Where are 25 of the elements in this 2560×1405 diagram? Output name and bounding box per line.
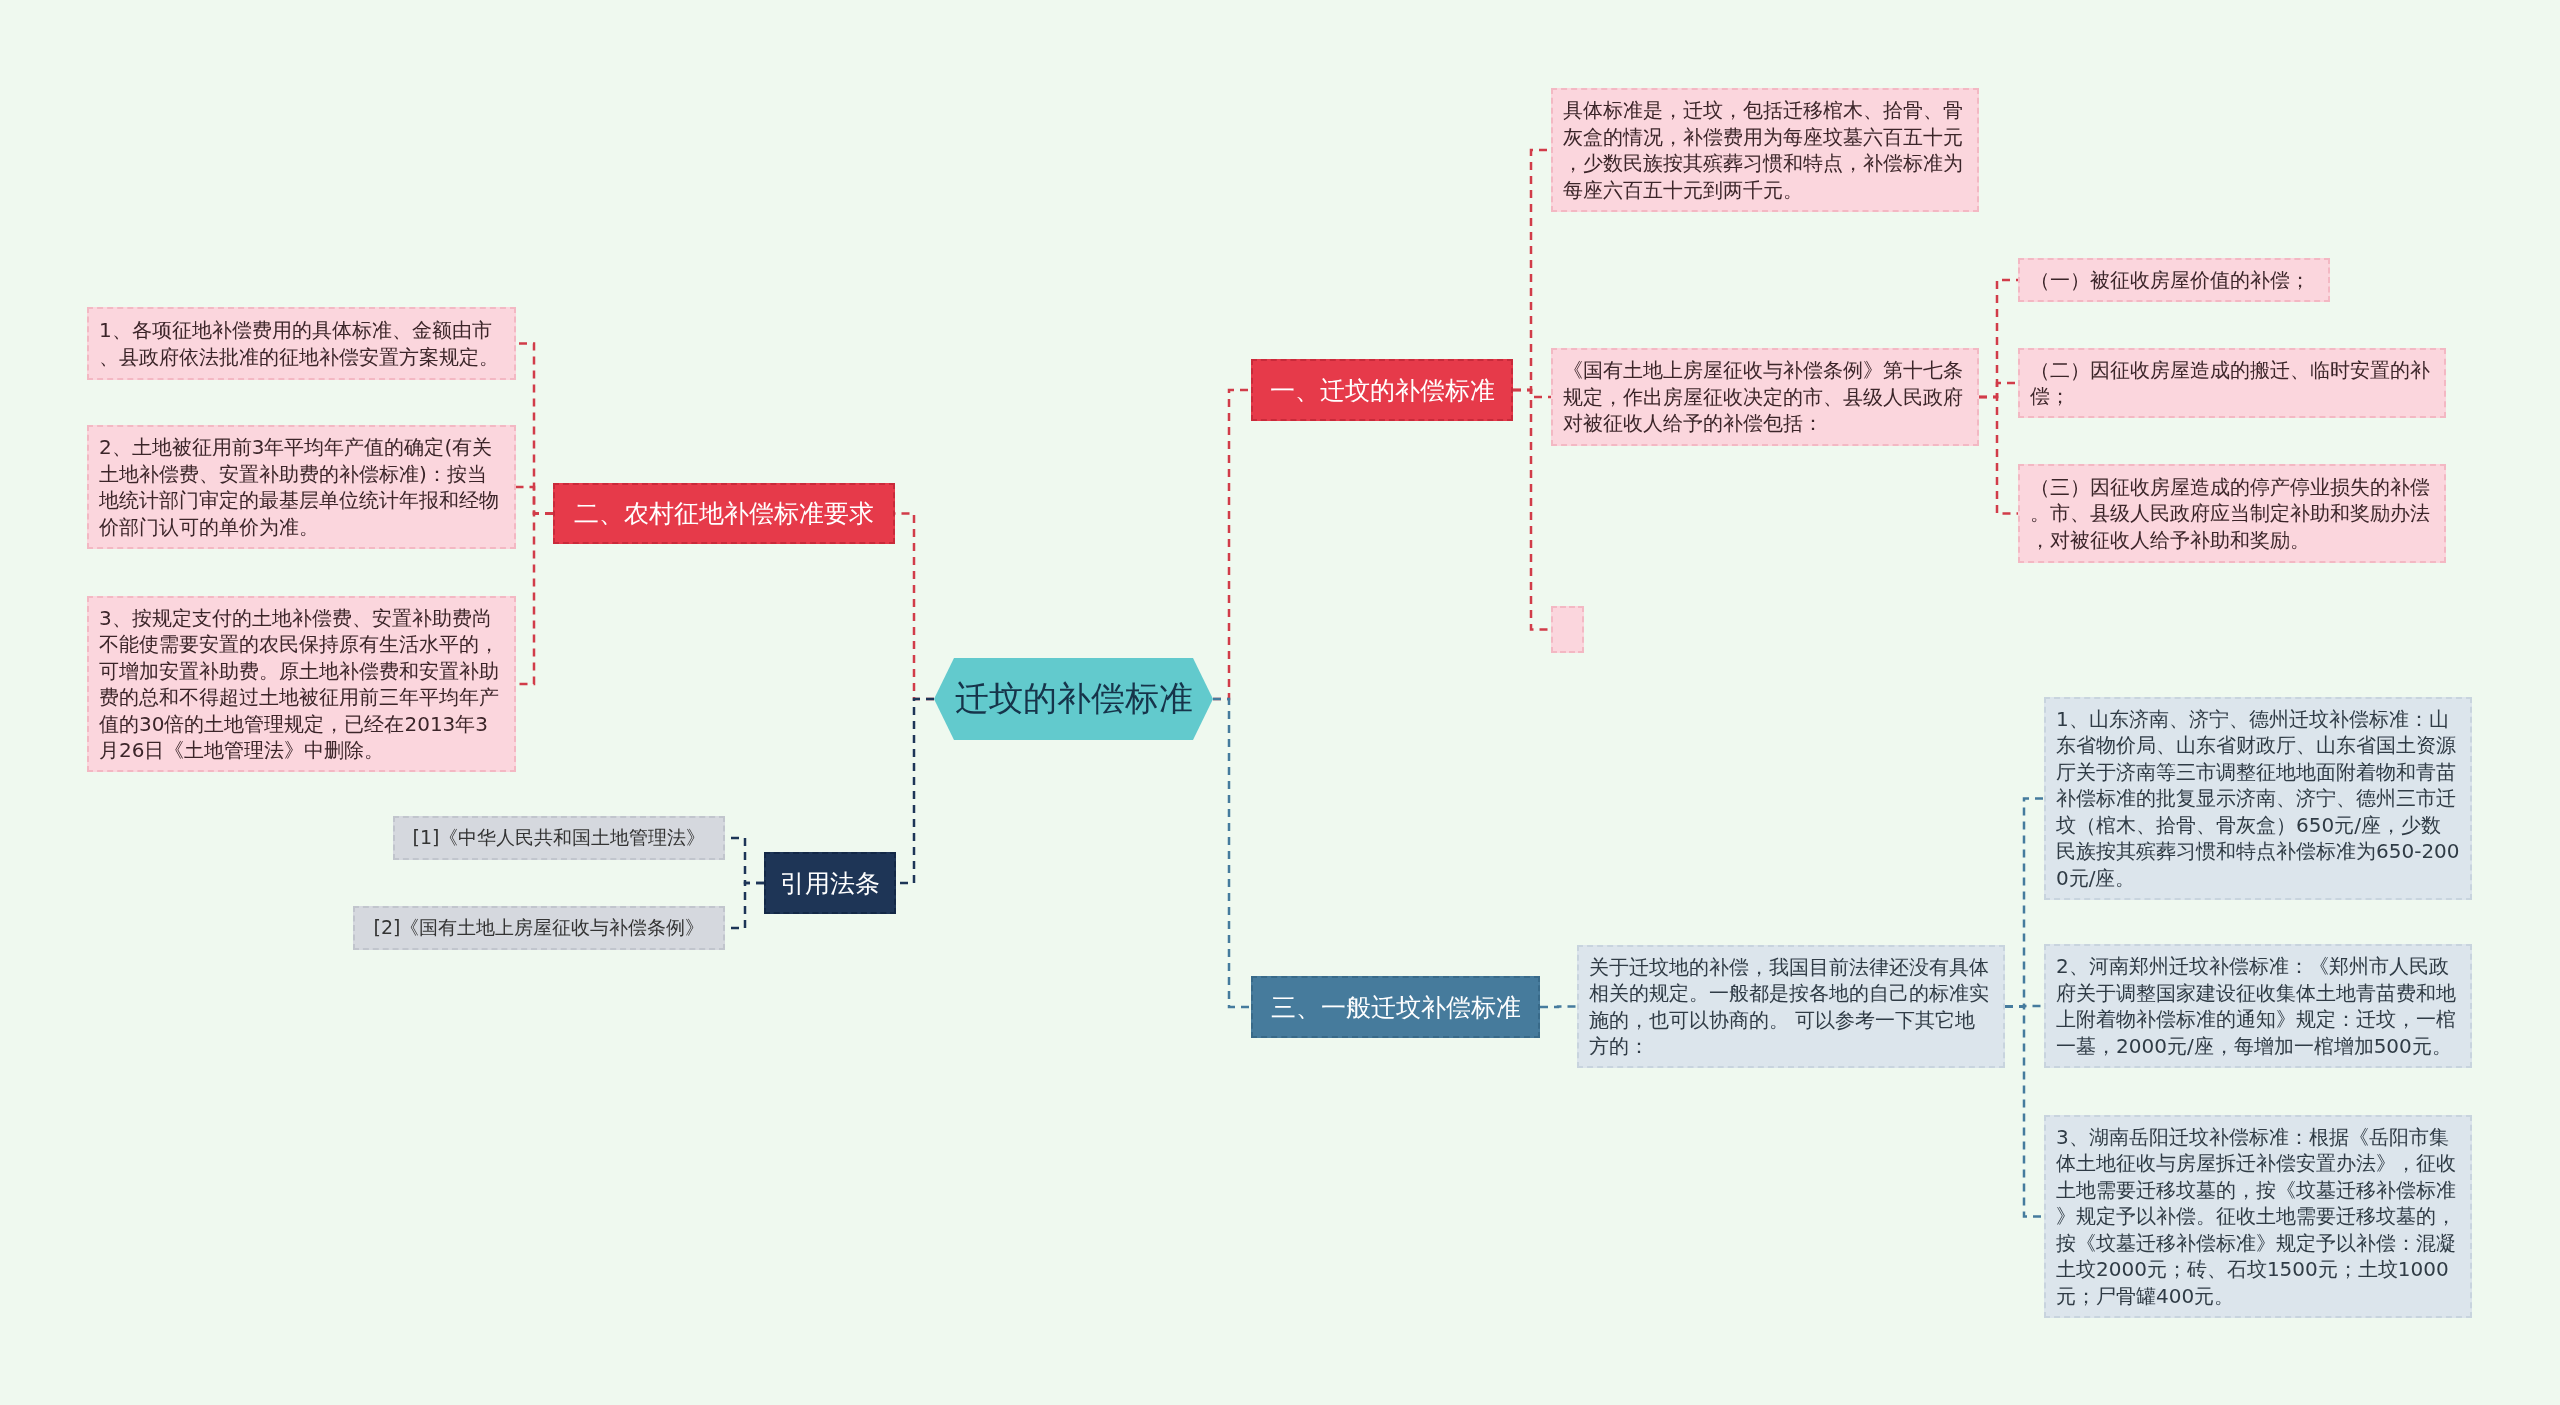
note-box: 1、各项征地补偿费用的具体标准、金额由市、县政府依法批准的征地补偿安置方案规定。 — [87, 307, 516, 380]
connector-line — [1979, 395, 2018, 515]
note-box: （二）因征收房屋造成的搬迁、临时安置的补偿； — [2018, 348, 2446, 418]
note-box: 2、土地被征用前3年平均年产值的确定(有关土地补偿费、安置补助费的补偿标准)：按当地统计部门审定的最基层单位统计年报和经物价部门认可的单价为准。 — [87, 425, 516, 549]
note-box: （三）因征收房屋造成的停产停业损失的补偿。市、县级人民政府应当制定补助和奖励办法，对被征收人给予补助和奖励。 — [2018, 464, 2446, 563]
branch-box: 二、农村征地补偿标准要求 — [553, 483, 895, 544]
connector-line — [1513, 388, 1551, 631]
connector-line — [1213, 697, 1251, 1009]
reference-box: [2]《国有土地上房屋征收与补偿条例》 — [353, 906, 725, 950]
note-box: 3、按规定支付的土地补偿费、安置补助费尚不能使需要安置的农民保持原有生活水平的，可增加安置补助费。原土地补偿费和安置补助费的总和不得超过土地被征用前三年平均年产值的30倍的土地管理规定，已经在2013年3月26日《土地管理法》中删除。 — [87, 596, 516, 772]
note-box: 关于迁坟地的补偿，我国目前法律还没有具体相关的规定。一般都是按各地的自己的标准实施的，也可以协商的。 可以参考一下其它地方的： — [1577, 945, 2005, 1068]
branch-box: 一、迁坟的补偿标准 — [1251, 359, 1513, 421]
branch-box: 引用法条 — [764, 852, 896, 914]
branch-box: 三、一般迁坟补偿标准 — [1251, 976, 1540, 1038]
note-box: 2、河南郑州迁坟补偿标准：《郑州市人民政府关于调整国家建设征收集体土地青苗费和地上附着物补偿标准的通知》规定：迁坟，一棺一墓，2000元/座，每增加一棺增加500元。 — [2044, 944, 2472, 1068]
note-box: 具体标准是，迁坟，包括迁移棺木、拾骨、骨灰盒的情况，补偿费用为每座坟墓六百五十元，少数民族按其殡葬习惯和特点，补偿标准为每座六百五十元到两千元。 — [1551, 88, 1979, 212]
note-box: （一）被征收房屋价值的补偿； — [2018, 258, 2330, 302]
note-box: 3、湖南岳阳迁坟补偿标准：根据《岳阳市集体土地征收与房屋拆迁补偿安置办法》，征收土地需要迁移坟墓的，按《坟墓迁移补偿标准》规定予以补偿。征收土地需要迁移坟墓的，按《坟墓迁移补偿标准》规定予以补偿：混凝土坟2000元；砖、石坟1500元；土坟1000元；尸骨罐400元。 — [2044, 1115, 2472, 1318]
empty-box — [1551, 606, 1584, 653]
note-box: 《国有土地上房屋征收与补偿条例》第十七条规定，作出房屋征收决定的市、县级人民政府对被征收人给予的补偿包括： — [1551, 348, 1979, 446]
connector-line — [1540, 1005, 1577, 1009]
reference-box: [1]《中华人民共和国土地管理法》 — [393, 816, 725, 860]
note-box: 1、山东济南、济宁、德州迁坟补偿标准：山东省物价局、山东省财政厅、山东省国土资源厅关于济南等三市调整征地地面附着物和青苗补偿标准的批复显示济南、济宁、德州三市迁坟（棺木、拾骨、骨灰盒）650元/座，少数民族按其殡葬习惯和特点补偿标准为650-2000元/座。 — [2044, 697, 2472, 900]
topic-hexagon: 迁坟的补偿标准 — [934, 658, 1213, 740]
connector-line — [2005, 1005, 2044, 1218]
